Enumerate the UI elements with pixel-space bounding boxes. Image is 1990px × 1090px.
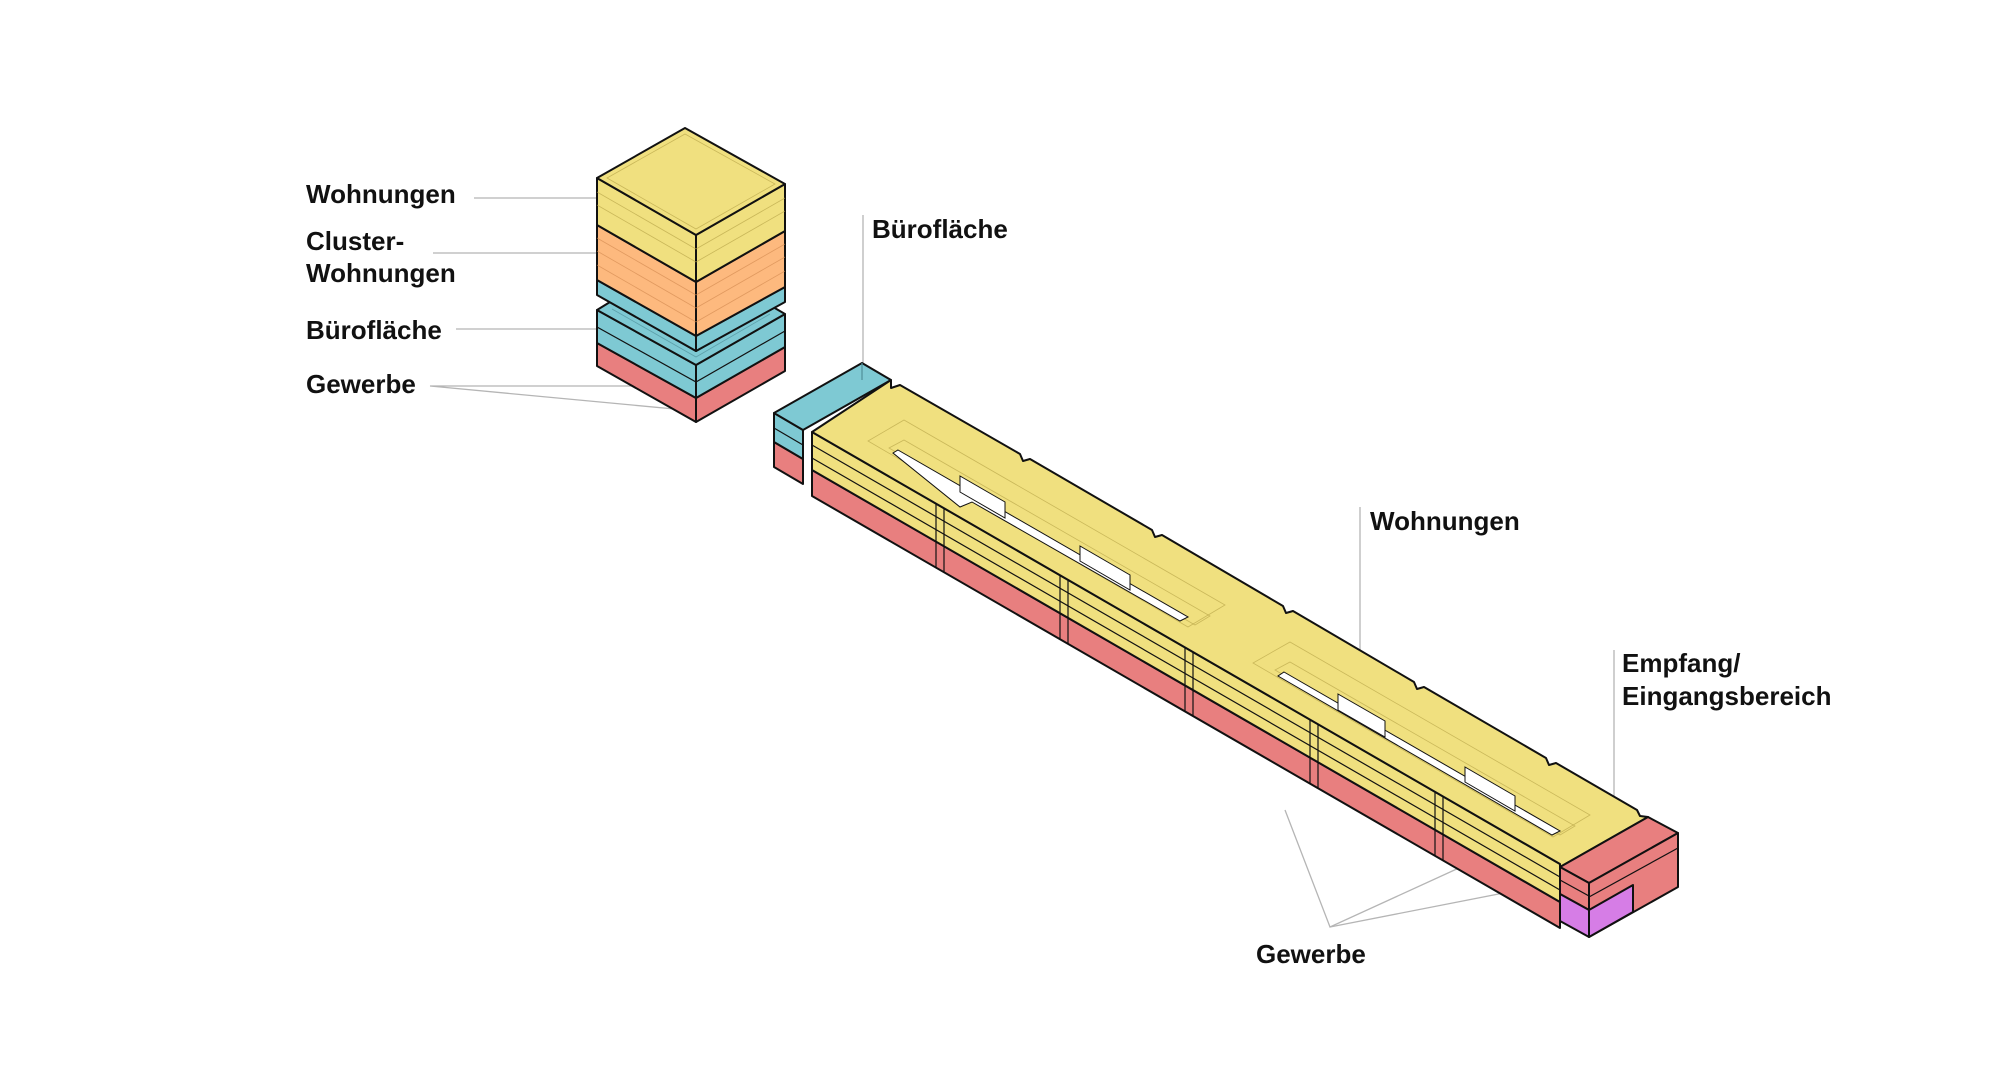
leader-tower-gewerbe [429,385,686,411]
label-tower-cluster-line1: Cluster- [306,226,405,256]
courtyard-2 [1252,641,1591,838]
tower-wohnungen-top [596,127,786,236]
courtyard-1 [867,419,1226,628]
label-tower-cluster-line2: Wohnungen [306,258,456,288]
label-tower-wohnungen: Wohnungen [306,179,456,209]
tower [596,127,786,423]
bar-wohnungen-front [811,431,1561,903]
bar-wohnungen-top [811,379,1649,868]
label-tower-buroflaeche: Bürofläche [306,315,442,345]
empfang-side [1588,884,1634,938]
label-bar-buroflaeche: Bürofläche [872,214,1008,244]
bar-segment-joints [935,503,1444,860]
bar-building [773,362,1679,938]
bar-gewerbe-front [811,469,1561,929]
label-bar-gewerbe: Gewerbe [1256,939,1366,969]
label-bar-wohnungen: Wohnungen [1370,506,1520,536]
label-tower-gewerbe: Gewerbe [306,369,416,399]
label-bar-empfang-line1: Empfang/ [1622,648,1741,678]
label-bar-empfang-line2: Eingangsbereich [1622,681,1832,711]
